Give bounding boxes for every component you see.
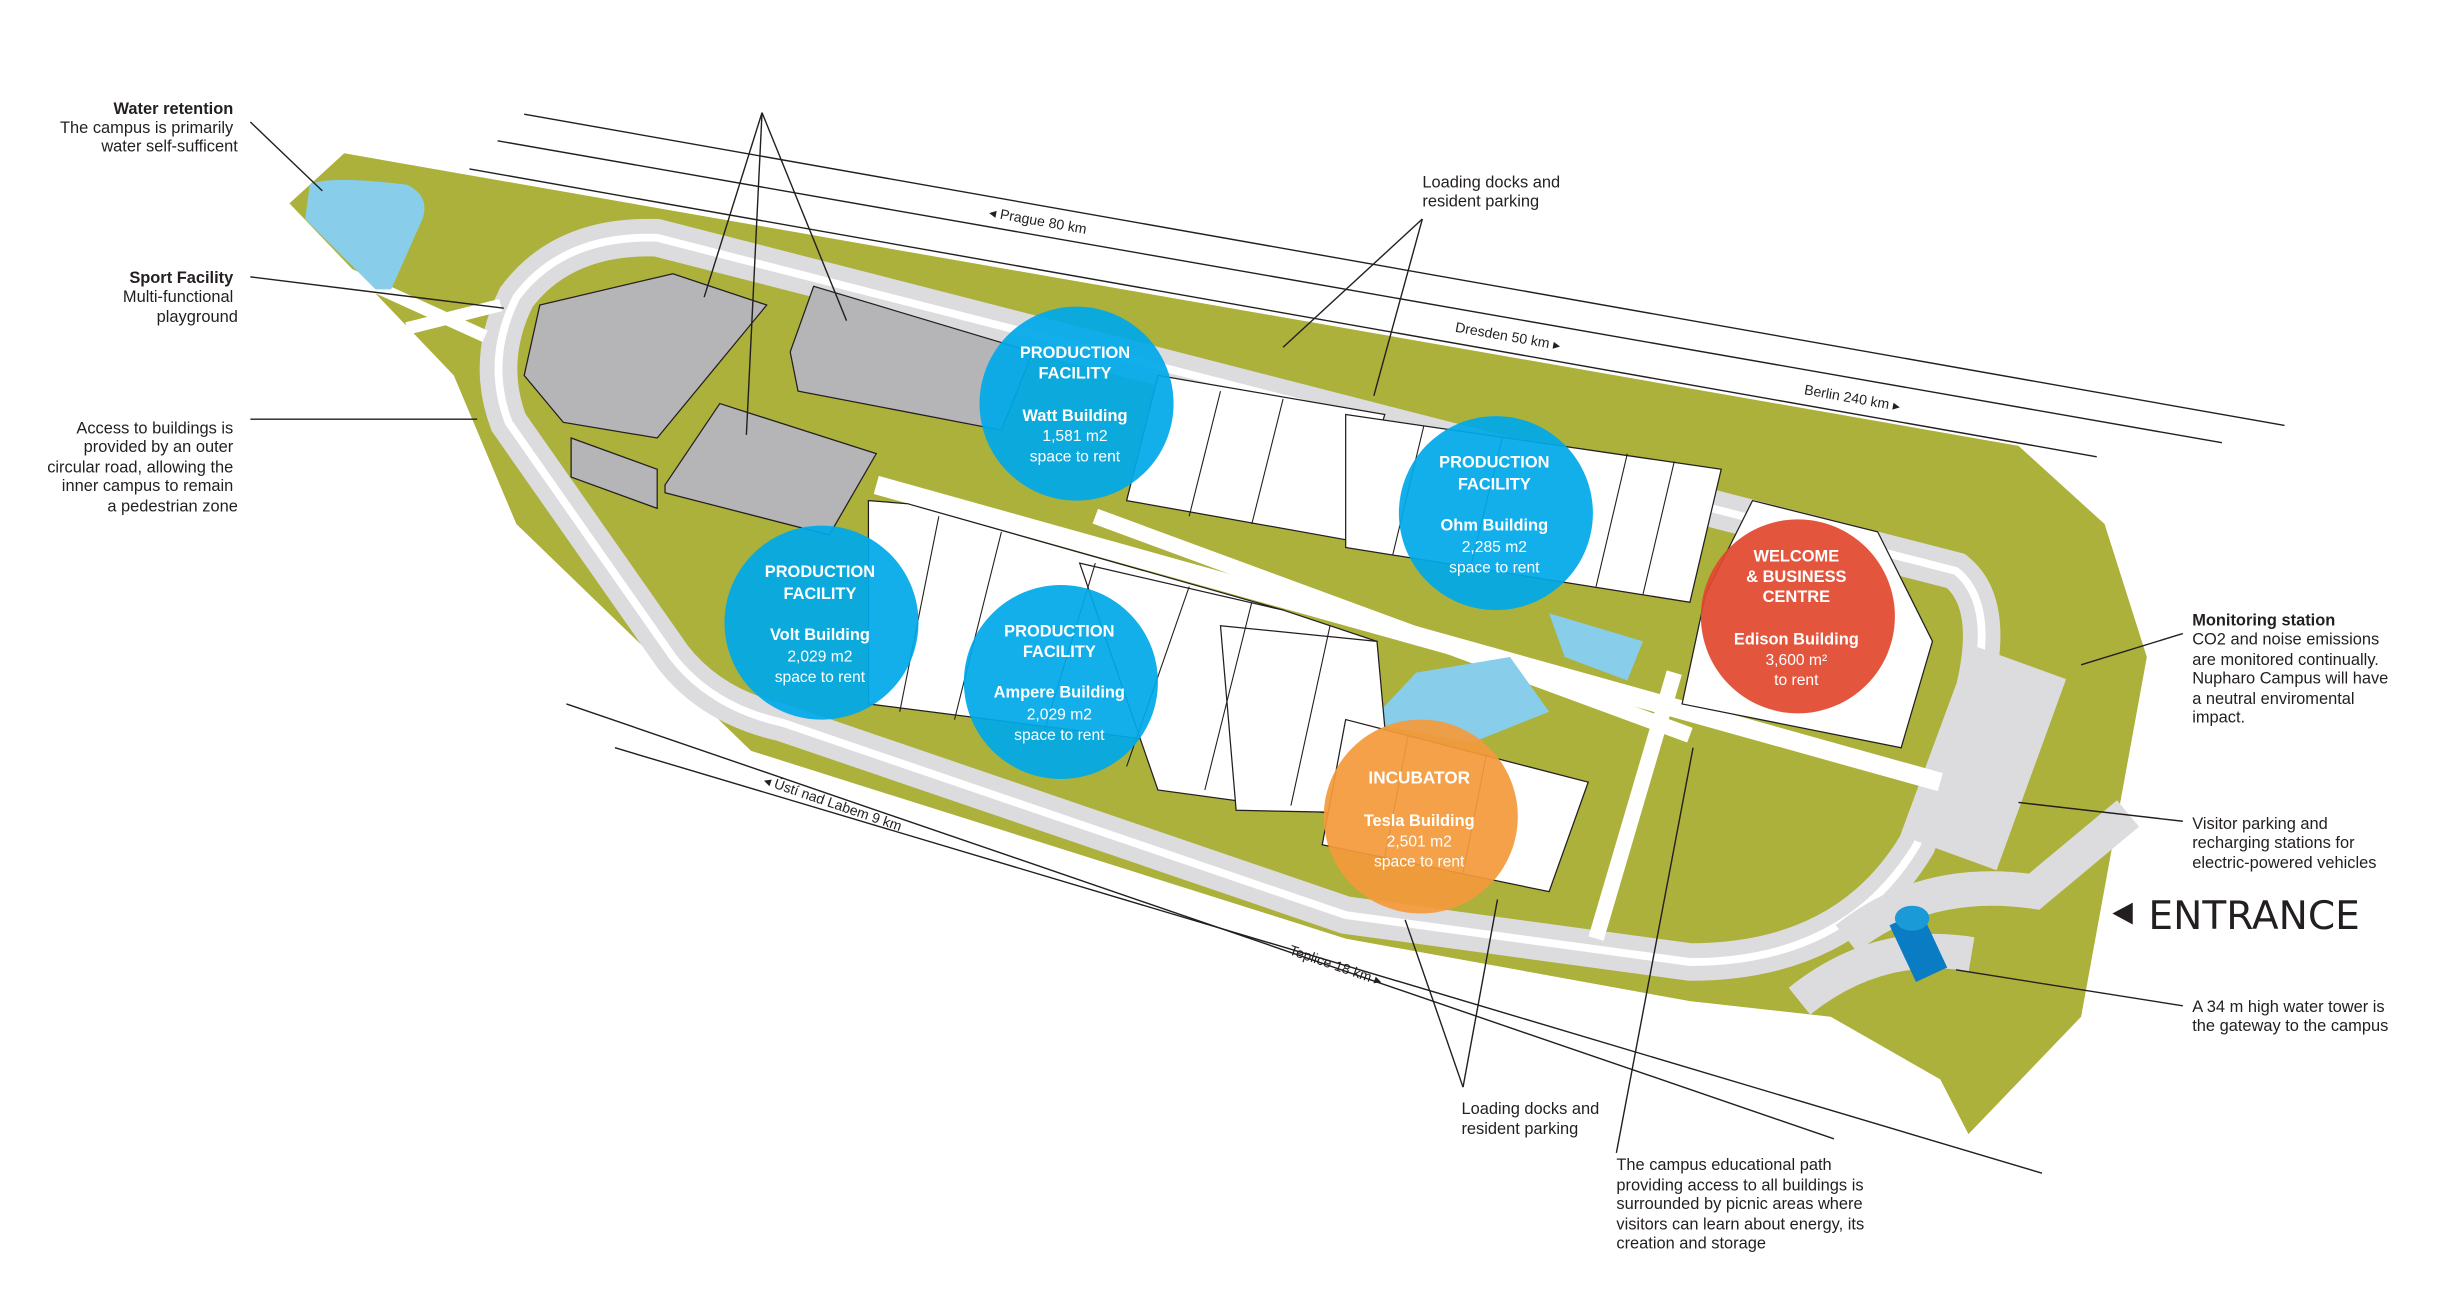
outer-road-edge	[494, 233, 1986, 966]
annotation-water-tower: A 34 m high water tower is the gateway t…	[2192, 998, 2389, 1035]
svg-text:Teplice 18 km ▸: Teplice 18 km ▸	[1287, 942, 1384, 989]
entrance-arrow-icon	[2112, 902, 2133, 925]
annotation-water-retention: Water retention The campus is primarily …	[60, 100, 238, 156]
highway-lines	[469, 113, 2285, 1174]
road-label-teplice: Teplice 18 km	[1287, 942, 1374, 985]
annotation-educational-path: The campus educational path providing ac…	[1616, 1156, 1868, 1252]
svg-text:◂ Prague 80 km: ◂ Prague 80 km	[988, 204, 1088, 237]
water-retention-pond	[305, 179, 425, 290]
road-teplice: Teplice 18 km ▸	[1287, 942, 1384, 989]
entrance-label: ENTRANCE	[2148, 894, 2360, 939]
entrance-road	[1788, 800, 2140, 1015]
pedestrian-paths	[310, 252, 1943, 941]
road-prague: ◂ Prague 80 km	[988, 204, 1088, 237]
svg-text:Berlin 240 km ▸: Berlin 240 km ▸	[1803, 381, 1901, 414]
central-pond-2	[1549, 613, 1643, 681]
leader-lines	[249, 112, 2184, 1154]
road-berlin: Berlin 240 km ▸	[1803, 381, 1901, 414]
existing-buildings	[523, 273, 1034, 536]
annotation-loading-bottom: Loading docks and resident parking	[1461, 1100, 1603, 1138]
annotation-sport-facility: Sport Facility Multi-functional playgrou…	[123, 269, 238, 326]
visitor-parking	[1908, 647, 2067, 871]
annotation-monitoring: Monitoring station CO2 and noise emissio…	[2192, 612, 2393, 727]
road-label-prague: Prague 80 km	[999, 206, 1088, 237]
water-tower-icon	[1889, 905, 1948, 983]
svg-text:Tesla Building: Tesla Building	[1364, 812, 1475, 830]
annotation-visitor-parking: Visitor parking and recharging stations …	[2192, 815, 2376, 872]
annotation-loading-top: Loading docks and resident parking	[1422, 174, 1564, 211]
annotation-access: Access to buildings is provided by an ou…	[47, 419, 238, 515]
svg-text:INCUBATOR: INCUBATOR	[1368, 768, 1470, 788]
